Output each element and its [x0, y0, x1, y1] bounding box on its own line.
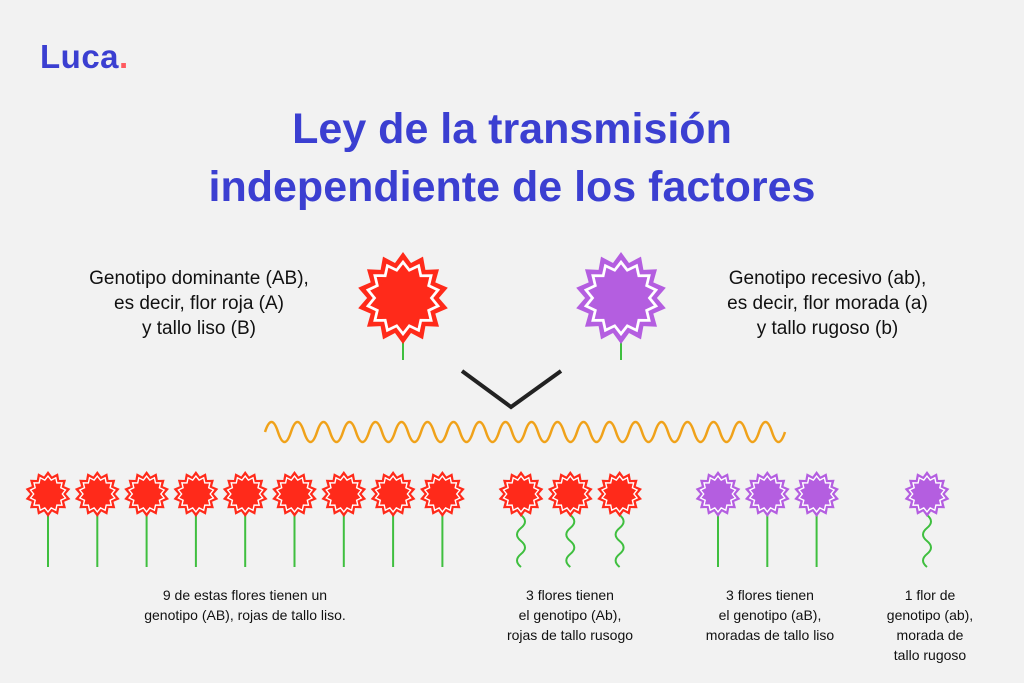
- flower: [420, 471, 465, 567]
- flower-white-ring: [551, 474, 589, 514]
- caption-4-line-3: morada de: [896, 627, 964, 643]
- flower: [498, 471, 544, 568]
- flower-white-ring: [275, 474, 314, 514]
- flower-white-ring: [325, 474, 363, 514]
- flower-center: [183, 481, 209, 507]
- dominant-genotype-description: Genotipo dominante (AB), es decir, flor …: [40, 266, 358, 341]
- flower-white-ring: [748, 474, 786, 514]
- caption-2-line-1: 3 flores tienen: [526, 587, 614, 603]
- parent-purple-flower: [576, 252, 666, 360]
- stem-wrinkled: [565, 514, 576, 568]
- cross-wave-line: [263, 420, 787, 444]
- stem-wrinkled: [614, 514, 625, 568]
- flower-center: [557, 481, 583, 507]
- caption-2-line-2: el genotipo (Ab),: [518, 607, 622, 623]
- logo-dot: .: [119, 38, 129, 75]
- flower: [272, 471, 317, 567]
- flower-white-ring: [374, 474, 412, 514]
- flower: [321, 471, 367, 567]
- flower-white-ring: [78, 474, 116, 514]
- flower-center: [803, 481, 830, 507]
- flower-center: [331, 481, 357, 507]
- flower-center: [595, 272, 647, 324]
- flower-center: [914, 481, 940, 507]
- flower: [173, 471, 219, 567]
- recessive-desc-line-1: Genotipo recesivo (ab),: [728, 268, 927, 289]
- dominant-desc-line-1: Genotipo dominante (AB),: [89, 268, 309, 289]
- flower-white-ring: [177, 474, 215, 514]
- flower-white-ring: [365, 259, 441, 337]
- title-line-1: Ley de la transmisión: [292, 105, 732, 153]
- luca-logo: Luca.: [40, 38, 129, 76]
- caption-3-line-2: el genotipo (aB),: [718, 607, 822, 623]
- flower: [744, 471, 790, 567]
- flower-center: [754, 481, 780, 507]
- caption-group-1: 9 de estas flores tienen un genotipo (AB…: [95, 585, 395, 625]
- parent-red-flower: [358, 252, 448, 360]
- flower: [547, 471, 593, 568]
- stem-wrinkled: [922, 514, 932, 568]
- caption-2-line-3: rojas de tallo rusogo: [506, 627, 634, 643]
- flower-white-ring: [583, 259, 659, 337]
- stem-wrinkled: [516, 514, 526, 568]
- page-title: Ley de la transmisión independiente de l…: [0, 100, 1024, 216]
- flower: [794, 471, 839, 567]
- flower: [370, 471, 416, 567]
- caption-4-line-4: tallo rugoso: [893, 647, 967, 663]
- flower: [904, 471, 950, 568]
- caption-group-4: 1 flor de genotipo (ab), morada de tallo…: [860, 585, 1000, 665]
- flower-white-ring: [699, 474, 737, 514]
- flower-center: [380, 481, 406, 507]
- caption-3-line-3: moradas de tallo liso: [705, 627, 835, 643]
- flower: [222, 471, 268, 567]
- dominant-desc-line-3: y tallo liso (B): [141, 318, 257, 339]
- flower-center: [606, 481, 633, 507]
- recessive-desc-line-3: y tallo rugoso (b): [756, 318, 899, 339]
- flower-white-ring: [502, 474, 540, 514]
- flower: [358, 252, 448, 360]
- flower-center: [281, 481, 308, 507]
- flower-white-ring: [226, 474, 264, 514]
- flower-center: [35, 481, 61, 507]
- caption-3-line-1: 3 flores tienen: [726, 587, 814, 603]
- flower: [124, 471, 169, 567]
- logo-text: Luca: [40, 38, 120, 75]
- flower-white-ring: [798, 474, 836, 514]
- flower-center: [133, 481, 160, 507]
- flower-center: [705, 481, 731, 507]
- flower-center: [508, 481, 534, 507]
- flower: [576, 252, 666, 360]
- caption-group-3: 3 flores tienen el genotipo (aB), morada…: [670, 585, 870, 645]
- flower-white-ring: [601, 474, 639, 514]
- flower: [695, 471, 741, 567]
- flower-white-ring: [423, 474, 461, 514]
- recessive-desc-line-2: es decir, flor morada (a): [727, 293, 928, 314]
- flower-white-ring: [29, 474, 67, 514]
- flower: [25, 471, 71, 567]
- caption-1-line-2: genotipo (AB), rojas de tallo liso.: [144, 607, 346, 623]
- flower-center: [84, 481, 110, 507]
- caption-4-line-1: 1 flor de: [904, 587, 956, 603]
- caption-4-line-2: genotipo (ab),: [886, 607, 974, 623]
- caption-1-line-1: 9 de estas flores tienen un: [162, 587, 328, 603]
- recessive-genotype-description: Genotipo recesivo (ab), es decir, flor m…: [665, 266, 990, 341]
- flower-white-ring: [128, 474, 166, 514]
- dominant-desc-line-2: es decir, flor roja (A): [114, 293, 284, 314]
- flower-center: [429, 481, 456, 507]
- flower-center: [377, 272, 429, 324]
- cross-chevron-icon: [460, 369, 563, 410]
- title-line-2: independiente de los factores: [208, 163, 816, 211]
- offspring-flowers: [25, 471, 950, 568]
- flower: [597, 471, 642, 568]
- flower-center: [232, 481, 258, 507]
- caption-group-2: 3 flores tienen el genotipo (Ab), rojas …: [470, 585, 670, 645]
- flower-white-ring: [908, 474, 946, 514]
- flower: [74, 471, 120, 567]
